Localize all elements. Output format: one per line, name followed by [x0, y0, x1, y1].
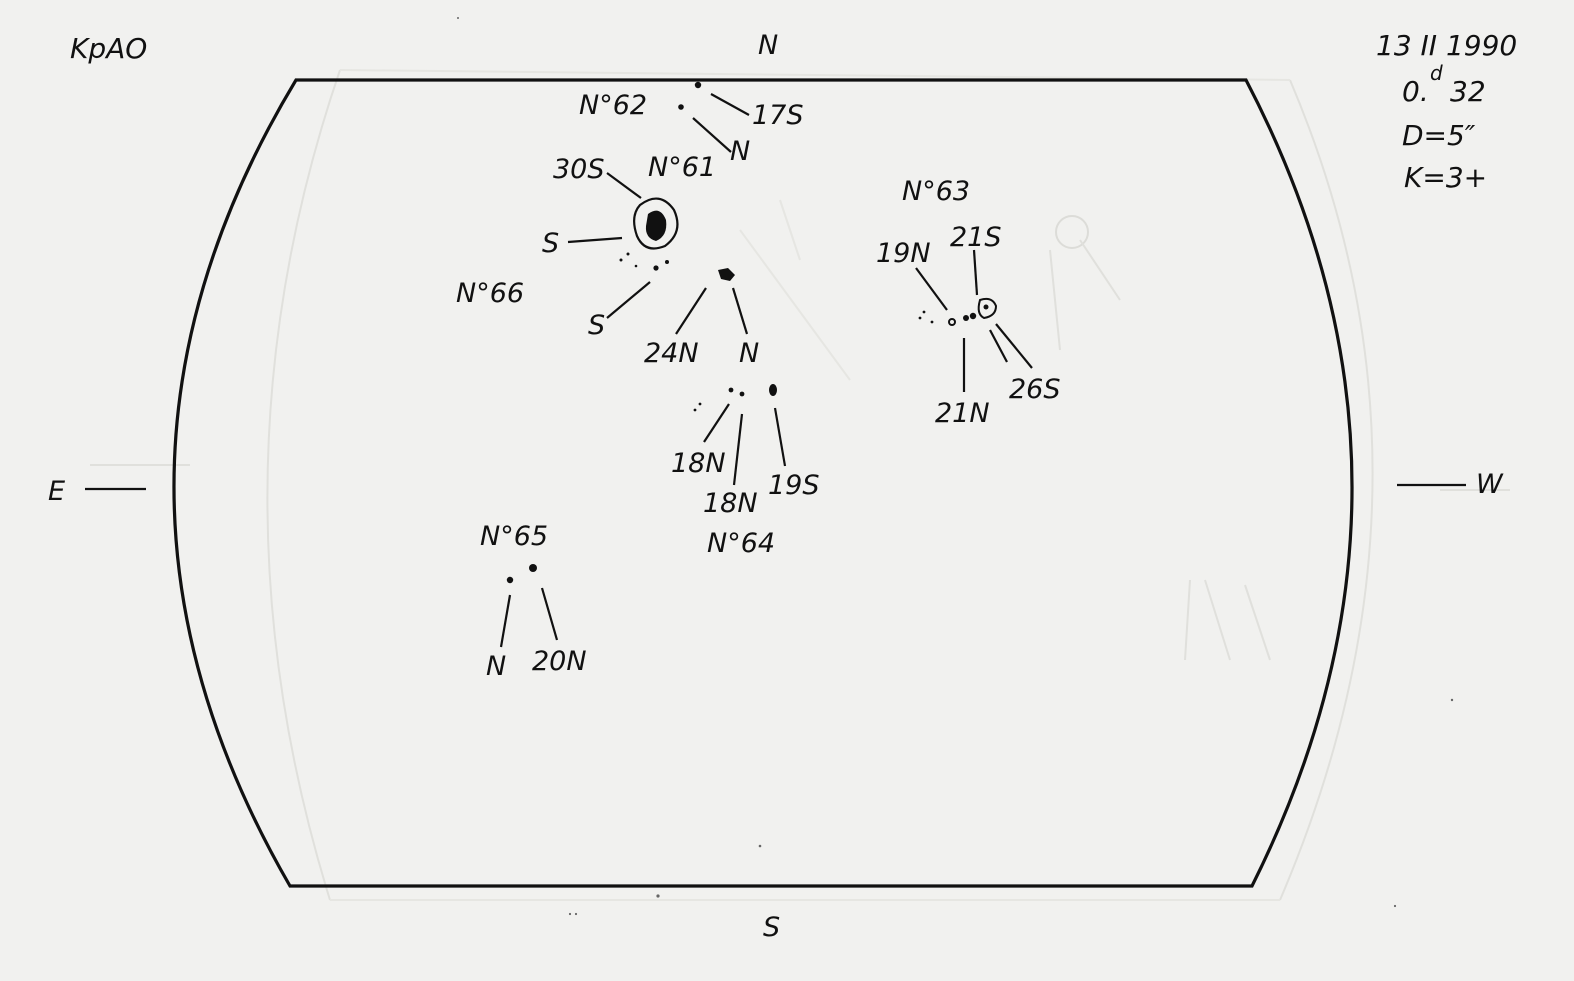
direction-south: S: [763, 912, 780, 943]
penumbra: [633, 197, 679, 250]
spot-polarity-label: N: [739, 338, 759, 369]
spot-polarity-label: 21N: [935, 398, 990, 429]
umbra: [645, 210, 667, 241]
sunspot-group-62: N°62 17S N: [579, 81, 804, 167]
bleed-through-image: [90, 69, 1510, 901]
group-number-63: N°63: [902, 176, 970, 207]
spot-polarity-label: 17S: [752, 100, 804, 131]
group-number-66: N°66: [456, 278, 524, 309]
spot-polarity-label: N: [486, 651, 506, 682]
group-number-62: N°62: [579, 90, 647, 121]
paper-specks: [457, 17, 1454, 916]
spot-polarity-label: S: [588, 310, 605, 341]
spot-polarity-label: 19S: [768, 470, 820, 501]
image-quality: K=3+: [1404, 161, 1487, 194]
observatory-code: KpAO: [70, 32, 147, 65]
observation-info: 13 II 1990 0. d 32 D=5″ K=3+: [1376, 29, 1517, 194]
spot-polarity-label: N: [730, 136, 750, 167]
direction-east: E: [48, 476, 65, 507]
group-number-65: N°65: [480, 521, 548, 552]
group-number-64: N°64: [707, 528, 775, 559]
spot: [678, 104, 684, 110]
solar-disk-frame: [85, 78, 1466, 888]
observation-date: 13 II 1990: [1376, 29, 1517, 62]
observation-time-value: 32: [1450, 75, 1486, 108]
spot-polarity-label: 24N: [644, 338, 699, 369]
direction-west: W: [1476, 469, 1504, 500]
sunspot-group-66: N°66 S 24N N: [456, 268, 759, 369]
spot-polarity-label: 26S: [1009, 374, 1061, 405]
spot-polarity-label: 20N: [532, 646, 587, 677]
sunspot-group-61: 30S N°61 S: [542, 152, 716, 271]
seeing-diameter: D=5″: [1402, 119, 1476, 152]
observation-time-superscript: d: [1430, 61, 1443, 85]
group-number-61: N°61: [648, 152, 716, 183]
observation-time-prefix: 0.: [1402, 75, 1429, 108]
spot-polarity-label: S: [542, 228, 559, 259]
sunspot-group-64: 18N 18N 19S N°64: [671, 384, 820, 559]
direction-north: N: [758, 30, 778, 61]
spot: [718, 268, 735, 281]
sunspot-group-65: N°65 N 20N: [480, 521, 587, 682]
spot-polarity-label: 19N: [876, 238, 931, 269]
spot-polarity-label: 18N: [703, 488, 758, 519]
spot: [694, 81, 702, 89]
spot-polarity-label: 18N: [671, 448, 726, 479]
spot-polarity-label: 30S: [553, 154, 605, 185]
sunspot-group-63: N°63 19N 21S 21N 26S: [876, 176, 1061, 429]
spot-polarity-label: 21S: [950, 222, 1002, 253]
